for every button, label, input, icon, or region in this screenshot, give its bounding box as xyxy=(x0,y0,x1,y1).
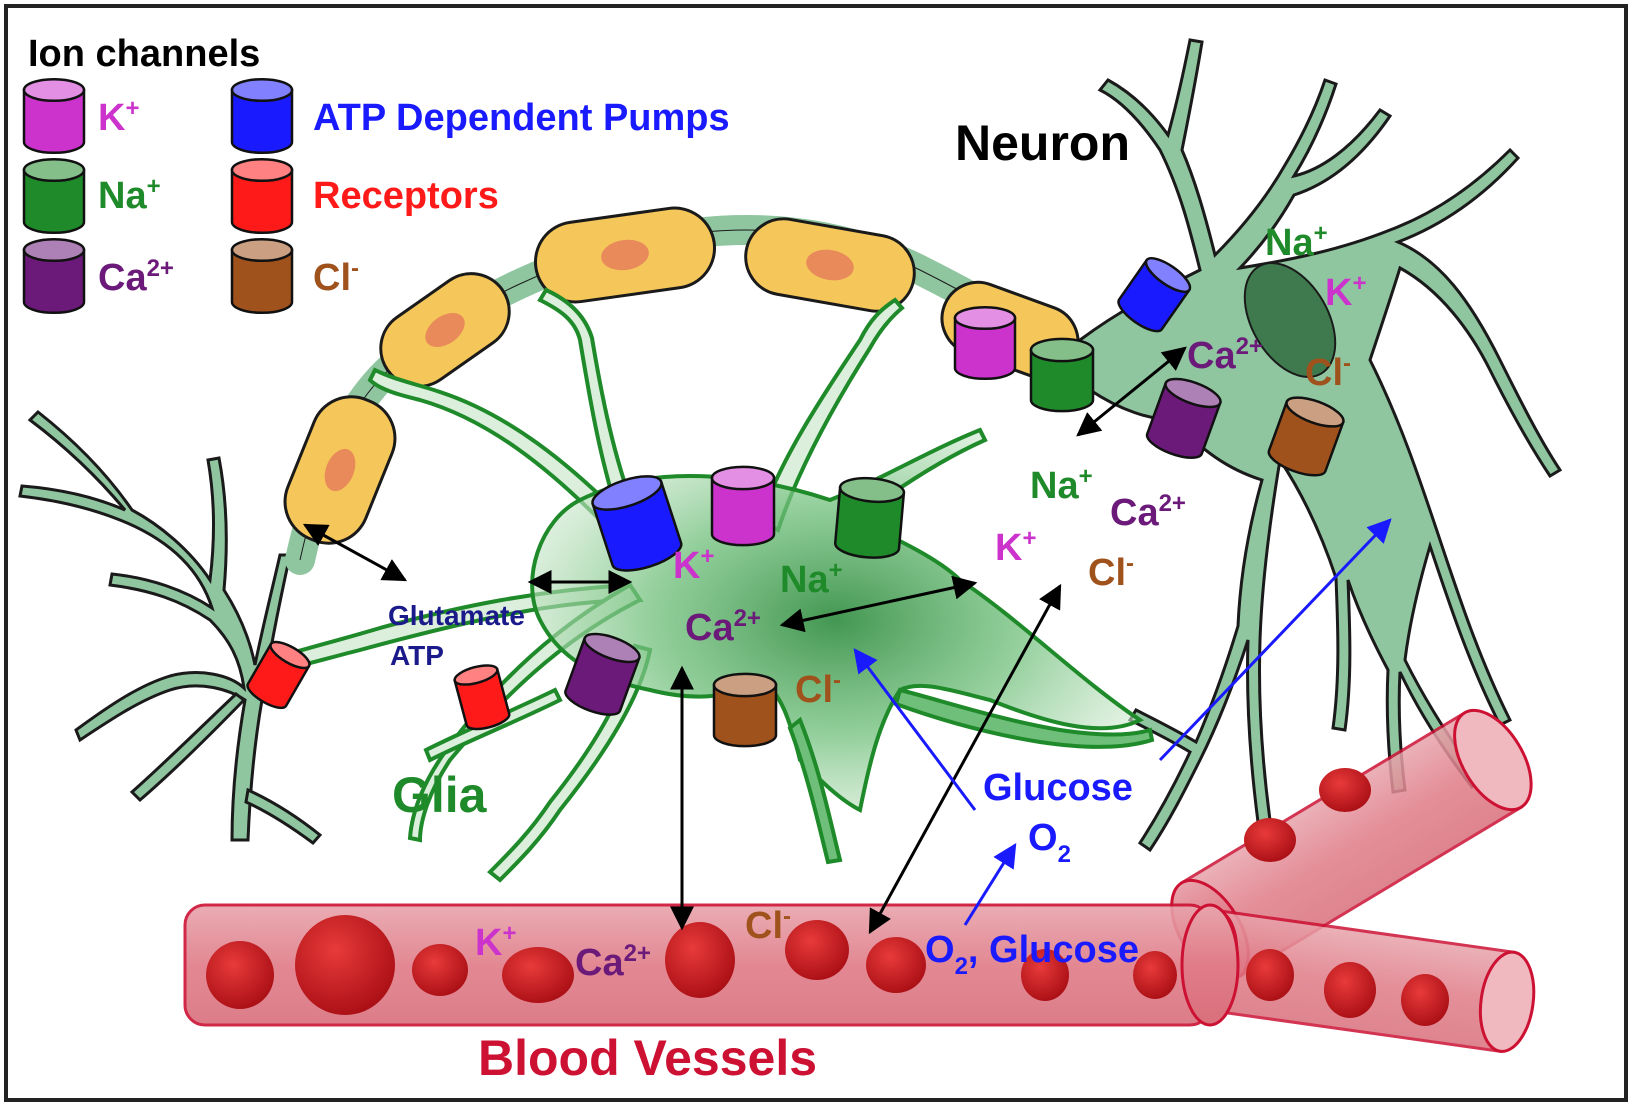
extracellular-ion-ca: Ca2+ xyxy=(1110,490,1186,534)
extracellular-ion-na: Na+ xyxy=(1030,463,1093,507)
left-neuron xyxy=(18,409,323,846)
ion-channels xyxy=(22,77,1345,748)
legend-label-potassium: K+ xyxy=(98,95,139,139)
extracellular-ion-cl: Cl- xyxy=(1088,550,1134,594)
vessel-ion-ca: Ca2+ xyxy=(575,940,651,984)
neuron-nucleus xyxy=(1243,262,1337,378)
vessel-ion-cl: Cl- xyxy=(745,903,791,947)
legend-channel-calcium xyxy=(22,237,86,315)
legend-channel-potassium xyxy=(22,77,86,155)
glia-label: Glia xyxy=(392,767,488,823)
legend-item-potassium: K+ xyxy=(98,95,139,139)
myelin-segment xyxy=(744,217,916,313)
neuron-calcium-channel xyxy=(1145,377,1222,459)
neuron-chloride-channel xyxy=(1267,396,1345,477)
legend-item-calcium: Ca2+ xyxy=(98,255,174,299)
myelin-segment xyxy=(379,272,511,388)
ion-labels: K+ Na+ Ca2+ Cl- Na+ Ca2+ K+ Cl- Na+ K+ C… xyxy=(475,220,1366,984)
myelin-sodium-channel xyxy=(1029,337,1095,413)
arrow-glucose-glia xyxy=(853,648,977,811)
legend-label-calcium: Ca2+ xyxy=(98,255,174,299)
neuron-ion-k: K+ xyxy=(1325,270,1366,314)
red-blood-cell xyxy=(295,915,395,1015)
legend: Ion channels K+ Na+ Ca2+ ATP Dependent P… xyxy=(28,33,730,299)
supply-arrows xyxy=(853,518,1392,926)
glia-ion-ca: Ca2+ xyxy=(685,605,761,649)
legend-item-chloride: Cl- xyxy=(313,255,359,299)
glucose-label: Glucose xyxy=(983,767,1133,809)
legend-title: Ion channels xyxy=(28,33,260,75)
legend-channel-pump xyxy=(230,77,294,155)
legend-channel-chloride xyxy=(230,237,294,315)
arrow-myelin-glutamate xyxy=(302,523,408,582)
glia-potassium-channel xyxy=(710,465,776,547)
legend-label-pump: ATP Dependent Pumps xyxy=(313,97,730,139)
myelin-potassium-channel xyxy=(953,305,1017,381)
left-neuron-receptor-channel xyxy=(246,640,311,710)
legend-label-receptor: Receptors xyxy=(313,175,499,217)
arrow-glucose-neuron xyxy=(1158,518,1392,762)
vessel-ion-k: K+ xyxy=(475,920,516,964)
extracellular-ion-k: K+ xyxy=(995,525,1036,569)
legend-item-receptor: Receptors xyxy=(313,175,499,217)
legend-item-sodium: Na+ xyxy=(98,173,161,217)
o2-label: O2 xyxy=(1028,817,1071,868)
red-blood-cell xyxy=(866,937,926,993)
neuron-ion-na: Na+ xyxy=(1265,220,1328,264)
legend-channel-receptor xyxy=(230,157,294,235)
o2-glucose-label: O2, Glucose xyxy=(925,929,1139,980)
exchange-arrows xyxy=(302,346,1187,935)
glia-ion-na: Na+ xyxy=(780,557,843,601)
atp-label: ATP xyxy=(390,640,444,671)
red-blood-cell xyxy=(412,944,468,996)
red-blood-cells xyxy=(206,768,1449,1026)
red-blood-cell xyxy=(502,947,574,1003)
arrow-o2-supply xyxy=(963,842,1017,926)
glia-sodium-channel xyxy=(833,476,906,559)
legend-label-sodium: Na+ xyxy=(98,173,161,217)
red-blood-cell xyxy=(665,922,735,998)
arrow-vessel-extracellular xyxy=(868,583,1062,935)
legend-channel-sodium xyxy=(22,157,86,235)
glia-calcium-channel xyxy=(564,632,641,716)
red-blood-cell xyxy=(1401,974,1449,1026)
red-blood-cell xyxy=(1324,962,1376,1018)
glia-pump-channel xyxy=(591,475,683,572)
red-blood-cell xyxy=(1319,768,1371,812)
neuron-pump-channel xyxy=(1117,256,1192,333)
red-blood-cell xyxy=(1133,951,1177,999)
glia-receptor-channel xyxy=(453,664,511,731)
glia-ion-cl: Cl- xyxy=(795,667,841,711)
glia-ion-k: K+ xyxy=(673,543,714,587)
myelin-segment xyxy=(533,206,717,304)
legend-label-chloride: Cl- xyxy=(313,255,359,299)
red-blood-cell xyxy=(1021,949,1069,1001)
red-blood-cell xyxy=(785,920,849,980)
arrow-neuron-extracellular xyxy=(1076,346,1187,437)
glia-chloride-channel xyxy=(712,672,778,748)
neuron-ion-cl: Cl- xyxy=(1305,350,1351,394)
red-blood-cell xyxy=(206,941,274,1009)
red-blood-cell xyxy=(1246,949,1294,1001)
neuron-ion-ca: Ca2+ xyxy=(1187,333,1263,377)
glutamate-label: Glutamate xyxy=(388,600,525,631)
red-blood-cell xyxy=(1244,818,1296,862)
neuron-label: Neuron xyxy=(955,115,1130,171)
blood-vessels-label: Blood Vessels xyxy=(478,1030,817,1086)
legend-item-pump: ATP Dependent Pumps xyxy=(313,97,730,139)
